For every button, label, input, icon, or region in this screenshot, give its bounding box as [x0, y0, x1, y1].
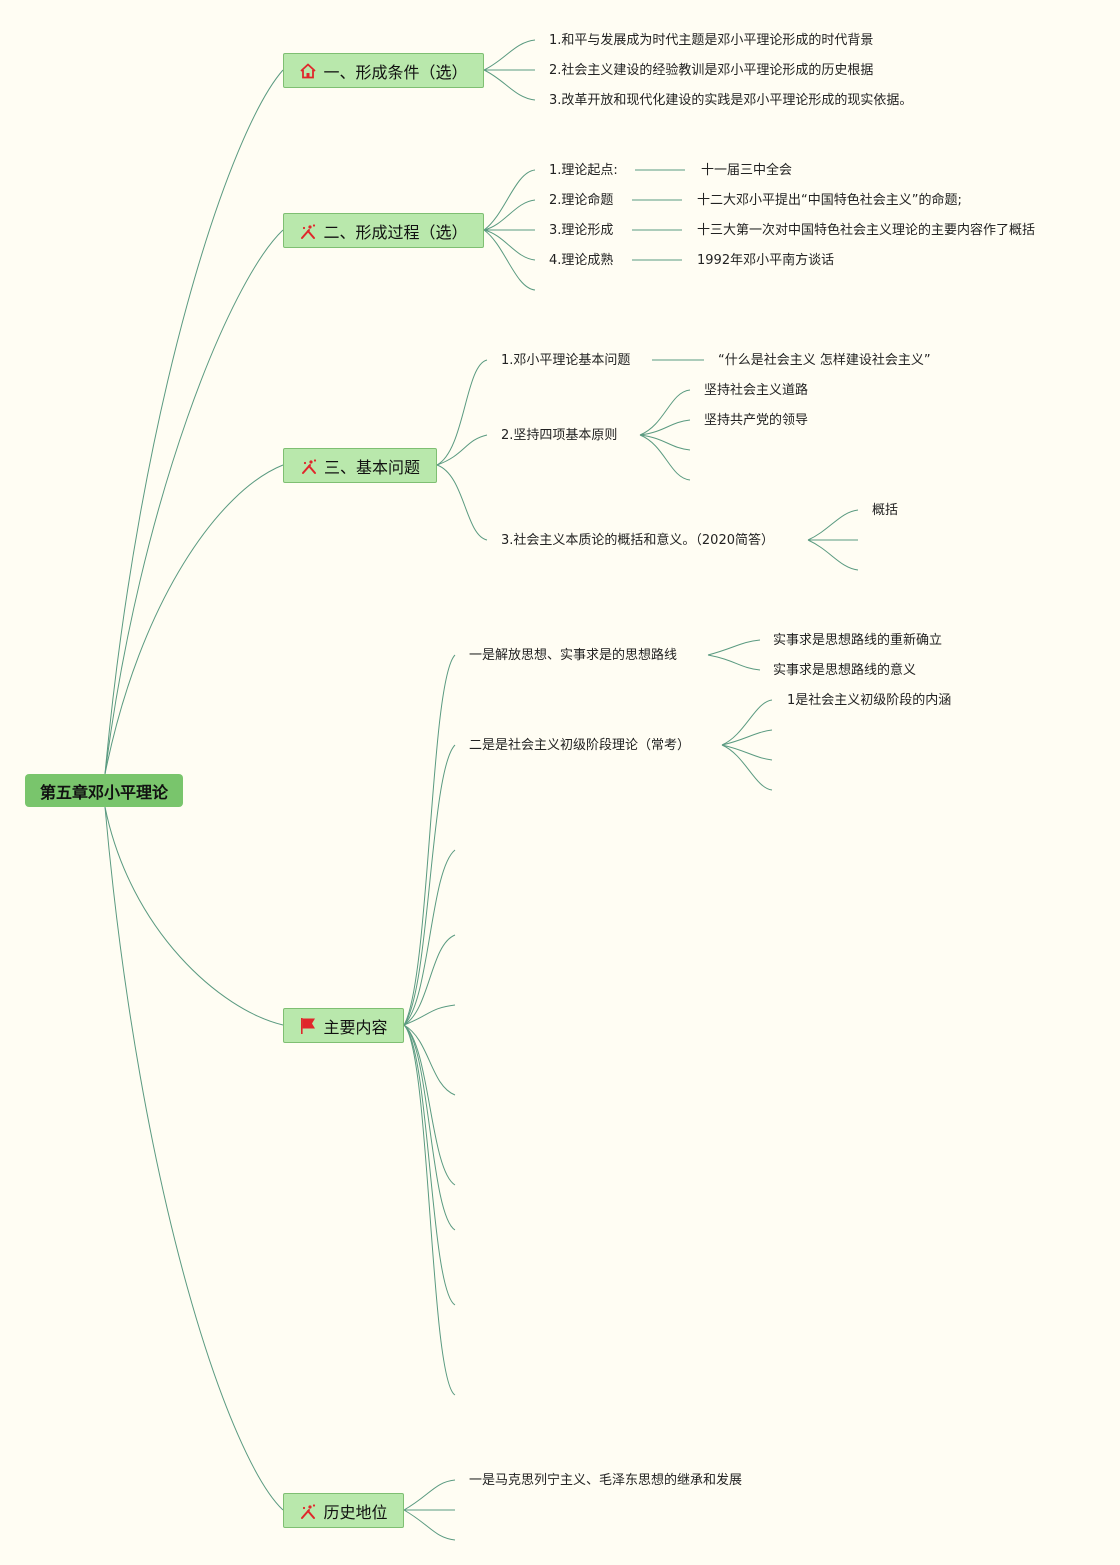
leaf-detail: “什么是社会主义 怎样建设社会主义”	[718, 353, 931, 368]
leaf-item: 3.改革开放和现代化建设的实践是邓小平理论形成的现实依据。	[549, 93, 913, 108]
leaf-item: 2.坚持四项基本原则	[501, 428, 618, 443]
leaf-item: 3.社会主义本质论的概括和意义。（2020简答）	[501, 533, 774, 548]
leaf-detail: 十三大第一次对中国特色社会主义理论的主要内容作了概括	[697, 223, 1036, 238]
home-icon	[300, 63, 317, 78]
leaf-detail: 十一届三中全会	[701, 163, 793, 178]
tools-icon	[301, 1503, 316, 1519]
leaf-detail: 概括	[872, 503, 899, 518]
branch-main-content[interactable]: 主要内容	[283, 1008, 404, 1043]
branch-label: 一、形成条件（选）	[323, 62, 468, 82]
branch-label: 二、形成过程（选）	[323, 222, 468, 242]
leaf-item: 1.和平与发展成为时代主题是邓小平理论形成的时代背景	[549, 33, 874, 48]
leaf-detail: 实事求是思想路线的重新确立	[773, 633, 943, 648]
leaf-detail: 十二大邓小平提出“中国特色社会主义”的命题;	[697, 193, 962, 208]
branch-label: 三、基本问题	[323, 457, 420, 477]
leaf-item: 4.理论成熟	[549, 253, 614, 268]
branch-formation-process[interactable]: 二、形成过程（选）	[283, 213, 484, 248]
leaf-item: 二是是社会主义初级阶段理论（常考）	[469, 738, 691, 753]
branch-basic-questions[interactable]: 三、基本问题	[283, 448, 437, 483]
branch-label: 历史地位	[323, 1502, 388, 1522]
leaf-item: 3.理论形成	[549, 223, 614, 238]
leaf-item: 一是解放思想、实事求是的思想路线	[469, 648, 678, 663]
tools-icon	[301, 458, 317, 474]
branch-historical-status[interactable]: 历史地位	[283, 1493, 404, 1528]
leaf-item: 1.理论起点:	[549, 163, 618, 178]
branch-formation-conditions[interactable]: 一、形成条件（选）	[283, 53, 484, 88]
leaf-detail: 1992年邓小平南方谈话	[697, 253, 835, 268]
leaf-detail: 1是社会主义初级阶段的内涵	[787, 693, 952, 708]
leaf-item: 2.理论命题	[549, 193, 614, 208]
branch-label: 主要内容	[323, 1017, 388, 1037]
leaf-detail: 实事求是思想路线的意义	[773, 663, 917, 678]
leaf-item: 2.社会主义建设的经验教训是邓小平理论形成的历史根据	[549, 63, 874, 78]
leaf-detail: 坚持社会主义道路	[704, 383, 809, 398]
root-topic-label: 第五章邓小平理论	[39, 782, 168, 802]
flag-icon	[301, 1017, 316, 1034]
leaf-item: 1.邓小平理论基本问题	[501, 353, 631, 368]
leaf-item: 一是马克思列宁主义、毛泽东思想的继承和发展	[469, 1473, 743, 1488]
root-topic[interactable]: 第五章邓小平理论	[25, 774, 183, 807]
tools-icon	[301, 223, 316, 239]
leaf-detail: 坚持共产党的领导	[704, 413, 809, 428]
